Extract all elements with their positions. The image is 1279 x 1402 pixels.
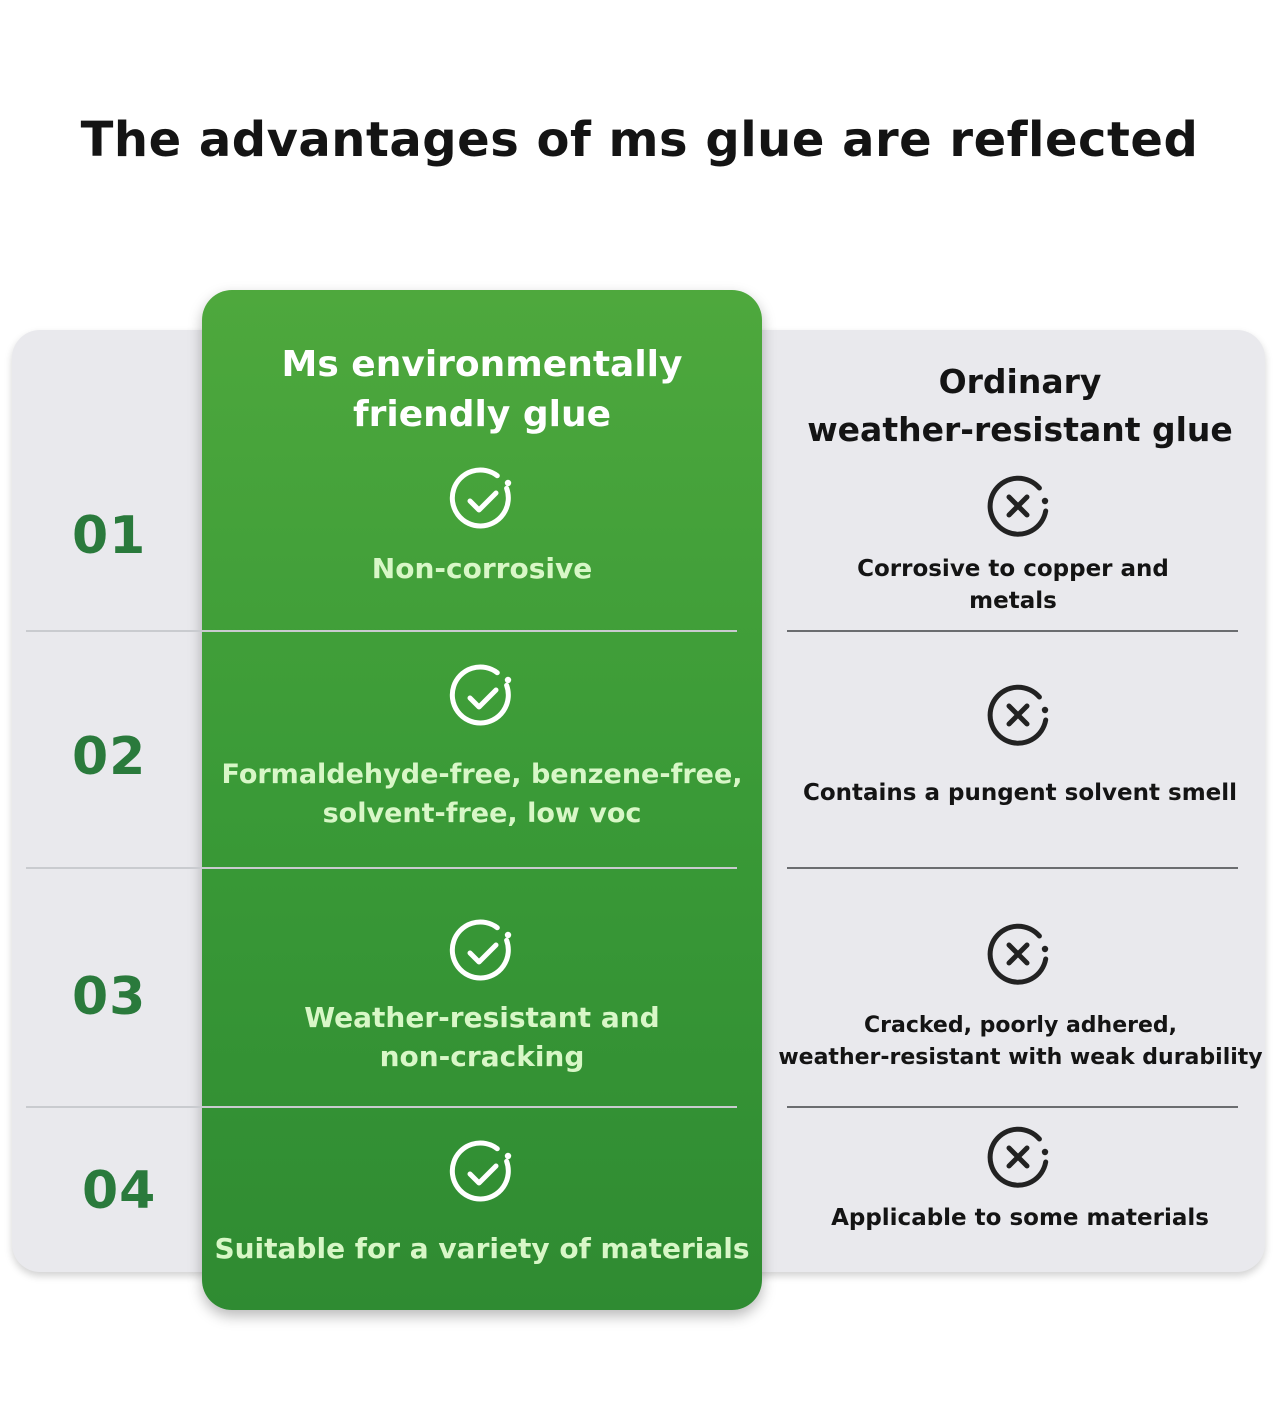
check-circle-icon <box>449 1140 512 1202</box>
row-number: 03 <box>72 967 147 1027</box>
row-number: 01 <box>72 506 147 566</box>
ordinary-feature-text: Cracked, poorly adhered, weather-resista… <box>768 1010 1273 1074</box>
x-circle-icon <box>987 684 1049 746</box>
x-circle-icon <box>987 1126 1049 1188</box>
row-divider <box>787 1106 1238 1108</box>
ms-feature-line: non-cracking <box>379 1040 585 1073</box>
ordinary-header-line-1: Ordinary <box>938 362 1102 401</box>
ordinary-feature-line: Applicable to some materials <box>831 1205 1209 1231</box>
ordinary-feature-text: Contains a pungent solvent smell <box>770 777 1270 809</box>
ms-feature-line: Suitable for a variety of materials <box>214 1232 750 1265</box>
ms-feature-line: solvent-free, low voc <box>322 798 642 829</box>
page-title: The advantages of ms glue are reflected <box>80 112 1199 168</box>
ms-highlight-column <box>202 290 762 1310</box>
ms-column-header: Ms environmentally friendly glue <box>202 340 762 440</box>
row-divider <box>787 630 1238 632</box>
x-circle-icon <box>987 475 1049 537</box>
check-circle-icon <box>449 467 512 529</box>
ordinary-feature-line: Cracked, poorly adhered, <box>863 1013 1178 1038</box>
ms-feature-line: Formaldehyde-free, benzene-free, <box>221 759 743 790</box>
check-circle-icon <box>449 664 512 726</box>
ms-feature-line: Weather-resistant and <box>304 1001 660 1034</box>
row-number: 04 <box>82 1161 157 1221</box>
row-divider <box>787 867 1238 869</box>
ordinary-column-header: Ordinary weather-resistant glue <box>770 358 1270 454</box>
row-divider <box>26 867 737 869</box>
x-circle-icon <box>987 923 1049 985</box>
ordinary-feature-line: metals <box>969 588 1057 614</box>
ms-header-line-1: Ms environmentally <box>281 344 683 385</box>
check-circle-icon <box>449 919 512 981</box>
ordinary-feature-text: Corrosive to copper and metals <box>763 553 1263 617</box>
ordinary-feature-line: weather-resistant with weak durability <box>778 1045 1263 1070</box>
ms-feature-text: Non-corrosive <box>212 549 752 588</box>
ordinary-feature-text: Applicable to some materials <box>770 1202 1270 1234</box>
ordinary-header-line-2: weather-resistant glue <box>807 410 1233 449</box>
row-divider <box>26 630 737 632</box>
ordinary-feature-line: Contains a pungent solvent smell <box>802 780 1238 806</box>
ms-feature-text: Weather-resistant and non-cracking <box>212 998 752 1076</box>
ms-header-line-2: friendly glue <box>352 394 612 435</box>
ms-feature-text: Suitable for a variety of materials <box>212 1229 752 1268</box>
ms-feature-line: Non-corrosive <box>371 552 593 585</box>
ordinary-feature-line: Corrosive to copper and <box>857 556 1169 582</box>
row-number: 02 <box>72 727 147 787</box>
row-divider <box>26 1106 737 1108</box>
ms-feature-text: Formaldehyde-free, benzene-free, solvent… <box>212 755 752 833</box>
